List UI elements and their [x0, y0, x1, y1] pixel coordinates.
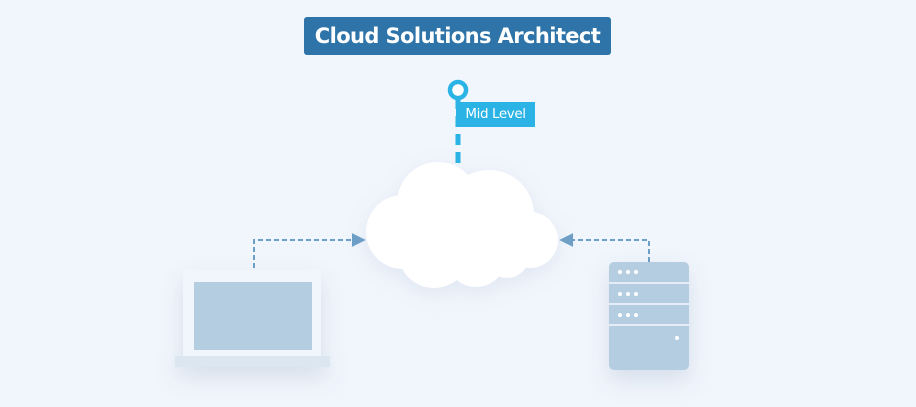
page-title: Cloud Solutions Architect — [304, 17, 611, 55]
connector-server-to-cloud — [559, 233, 650, 262]
laptop-screen — [194, 282, 312, 350]
level-pin — [447, 79, 469, 168]
laptop-base — [175, 356, 330, 367]
server-led-dots — [618, 270, 679, 340]
laptop-icon — [175, 270, 330, 367]
cloud-icon — [366, 162, 558, 288]
pin-head-icon — [447, 79, 469, 101]
level-label: Mid Level — [456, 102, 535, 127]
server-icon — [609, 262, 689, 370]
connector-laptop-to-cloud — [253, 233, 366, 268]
